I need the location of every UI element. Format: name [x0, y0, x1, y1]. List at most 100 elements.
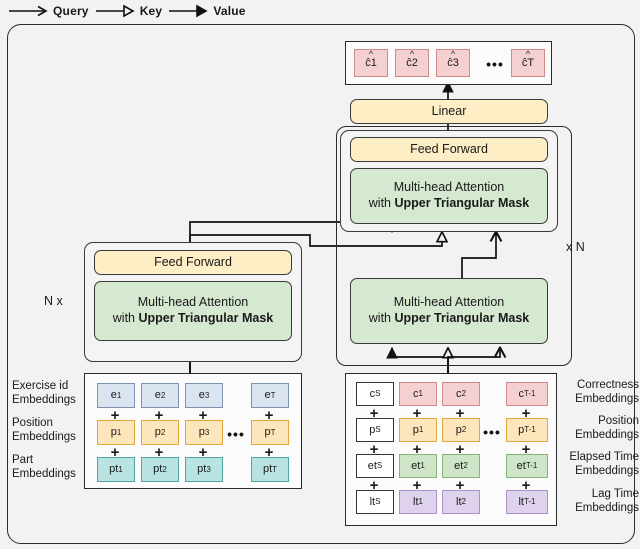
label-line1: Correctness: [577, 379, 639, 391]
decoder-lower-attention[interactable]: Multi-head Attention with Upper Triangul…: [350, 278, 548, 344]
output-token-label: ĉ3: [447, 56, 459, 69]
legend-label-key: Key: [139, 4, 163, 18]
arrow-legend: Query Key Value: [8, 0, 248, 22]
label-position-embeddings-decoder: Position Embeddings: [559, 414, 639, 443]
label-line2: Embeddings: [12, 468, 76, 481]
plus-sign: +: [521, 405, 531, 422]
plus-sign: +: [264, 444, 274, 461]
output-token-label: ĉ1: [365, 56, 377, 69]
plus-sign: +: [521, 441, 531, 458]
label-part-embeddings: Part Embeddings: [12, 453, 84, 482]
plus-sign: +: [110, 407, 120, 424]
plus-sign: +: [369, 405, 379, 422]
encoder-feed-forward-label: Feed Forward: [154, 254, 232, 269]
output-token: ^ ĉ3: [436, 49, 470, 77]
legend-label-value: Value: [213, 4, 246, 18]
plus-sign: +: [264, 407, 274, 424]
plus-sign: +: [455, 477, 465, 494]
output-ellipsis: •••: [486, 56, 504, 72]
label-line2: Embeddings: [575, 465, 639, 478]
plus-sign: +: [412, 477, 422, 494]
output-token-label: ĉT: [521, 56, 535, 69]
label-line1: Position: [12, 417, 53, 429]
thin-open-arrow-icon: [9, 5, 48, 17]
encoder-attention[interactable]: Multi-head Attention with Upper Triangul…: [94, 281, 292, 341]
decoder-feed-forward-label: Feed Forward: [410, 141, 488, 156]
output-token-label: ĉ2: [406, 56, 418, 69]
plus-sign: +: [369, 441, 379, 458]
decoder-upper-attention[interactable]: Multi-head Attention with Upper Triangul…: [350, 168, 548, 224]
label-line2: Embeddings: [575, 502, 639, 515]
decoder-stack-bracket: [336, 126, 572, 366]
hollow-triangle-arrow-icon: [95, 4, 135, 18]
label-exercise-id-embeddings: Exercise id Embeddings: [12, 379, 84, 408]
label-line2: Embeddings: [575, 429, 639, 442]
plus-sign: +: [198, 444, 208, 461]
plus-sign: +: [521, 477, 531, 494]
decoder-repeat-label: x N: [566, 240, 585, 254]
legend-item-key: Key: [95, 4, 163, 18]
label-lag-time-embeddings: Lag Time Embeddings: [552, 487, 639, 516]
label-line1: Exercise id: [12, 380, 69, 392]
label-line1: Position: [598, 415, 639, 427]
plus-sign: +: [110, 444, 120, 461]
encoder-ellipsis: •••: [227, 426, 245, 442]
encoder-attention-line1: Multi-head Attention: [137, 295, 249, 310]
plus-sign: +: [412, 441, 422, 458]
decoder-ellipsis: •••: [483, 424, 501, 440]
label-line2: Embeddings: [575, 393, 639, 406]
line-dec-lower-to-query: [461, 232, 496, 278]
plus-sign: +: [154, 407, 164, 424]
plus-sign: +: [154, 444, 164, 461]
encoder-attention-line2: with Upper Triangular Mask: [112, 311, 274, 325]
decoder-lower-attention-line1: Multi-head Attention: [393, 295, 505, 310]
decoder-feed-forward[interactable]: Feed Forward: [350, 137, 548, 162]
plus-sign: +: [455, 405, 465, 422]
encoder-feed-forward[interactable]: Feed Forward: [94, 250, 292, 275]
legend-item-value: Value: [168, 4, 245, 18]
encoder-repeat-label: N x: [44, 294, 63, 308]
linear-label: Linear: [431, 103, 467, 118]
label-elapsed-time-embeddings: Elapsed Time Embeddings: [552, 450, 639, 479]
filled-triangle-arrow-icon: [169, 4, 208, 18]
plus-sign: +: [455, 441, 465, 458]
plus-sign: +: [369, 477, 379, 494]
plus-sign: +: [412, 405, 422, 422]
label-line2: Embeddings: [12, 394, 76, 407]
label-line2: Embeddings: [12, 431, 76, 444]
line-enc-to-dec-key: [189, 232, 442, 247]
output-token: ^ ĉT: [511, 49, 545, 77]
linear-layer[interactable]: Linear: [350, 99, 548, 124]
plus-sign: +: [198, 407, 208, 424]
output-token-row: ^ ĉ1 ^ ĉ2 ^ ĉ3 ••• ^ ĉT: [345, 41, 552, 85]
legend-label-query: Query: [53, 4, 89, 18]
decoder-lower-attention-line2: with Upper Triangular Mask: [368, 311, 530, 325]
legend-item-query: Query: [8, 4, 89, 18]
label-line1: Lag Time: [591, 488, 639, 500]
